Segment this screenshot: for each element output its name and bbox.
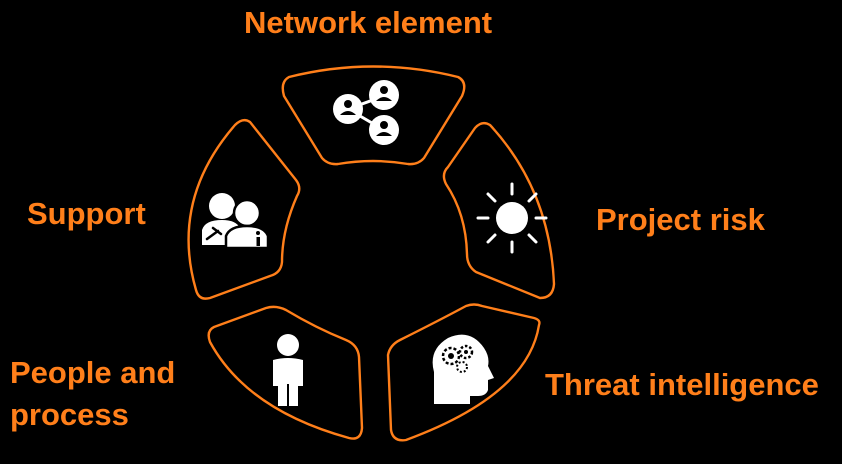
sun-icon xyxy=(476,182,548,254)
person-icon xyxy=(273,334,303,406)
label-people-and-process-line-2: process xyxy=(10,397,129,432)
segment-network-element xyxy=(281,65,466,166)
label-support: Support xyxy=(27,196,146,231)
segment-network-element-shape xyxy=(281,65,466,166)
label-network-element: Network element xyxy=(244,5,493,40)
segment-threat-intelligence xyxy=(386,303,541,442)
segment-support xyxy=(187,118,301,300)
network-nodes-icon xyxy=(333,80,399,145)
segment-project-risk xyxy=(442,121,556,300)
label-project-risk: Project risk xyxy=(596,202,765,237)
head-gears-icon xyxy=(432,334,494,404)
support-users-icon xyxy=(202,193,270,250)
label-people-and-process-line-1: People and xyxy=(10,355,176,390)
segment-people-and-process xyxy=(207,305,364,440)
label-people-and-process: People and process xyxy=(10,352,175,436)
label-threat-intelligence: Threat intelligence xyxy=(545,367,819,402)
